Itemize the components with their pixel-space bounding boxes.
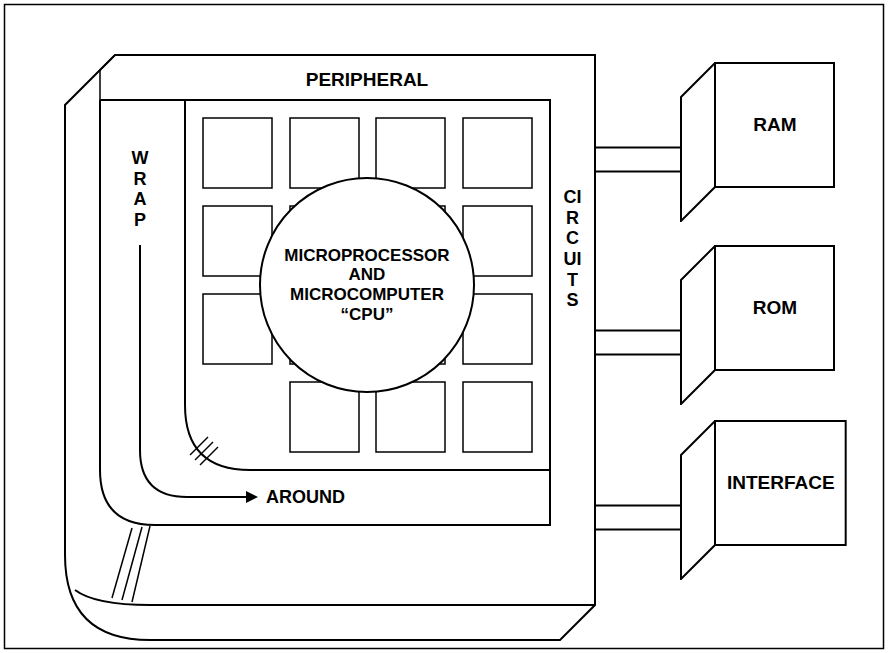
block-side-face <box>681 246 715 404</box>
block-front-face <box>715 421 846 545</box>
text-slot: AROUND <box>266 487 345 508</box>
interface-block: INTERFACE <box>680 420 847 580</box>
band-side-edge <box>75 590 595 605</box>
connector-face <box>595 332 680 354</box>
flow-label: WRAP <box>131 148 149 231</box>
block-front-face <box>715 246 834 370</box>
block-side-face <box>681 63 715 221</box>
connector-edge <box>595 330 680 356</box>
grid-tiles <box>203 118 532 452</box>
grid-tile <box>463 294 532 364</box>
block-label: ROM <box>753 297 797 319</box>
hatch-line <box>122 527 142 600</box>
bus-connector <box>595 159 680 160</box>
grid-tile <box>463 382 532 452</box>
band-label: PERIPHERAL <box>306 69 428 91</box>
block-label: RAM <box>753 114 796 136</box>
text-slot: WRAP <box>131 148 149 231</box>
text-slot: MICROPROCESSOR AND MICROCOMPUTER “CPU” <box>261 179 473 391</box>
peripheral-frame: PERIPHERAL CIRCUITS MICROPROCESSOR AND MIC… <box>65 55 595 640</box>
grid-tile <box>463 118 532 188</box>
hatch-line <box>132 526 150 602</box>
grid-tile <box>290 382 359 452</box>
text-slot: RAM <box>715 62 835 187</box>
block-outline <box>680 420 847 580</box>
text-slot: CIRCUITS <box>564 187 582 311</box>
memory-block: RAM <box>680 62 835 222</box>
connector-face <box>595 507 680 529</box>
grid-tile <box>376 118 445 188</box>
hatch-line <box>195 442 213 460</box>
block-outline <box>680 245 835 405</box>
cpu-label: MICROPROCESSOR AND MICROCOMPUTER “CPU” <box>279 246 454 324</box>
hatch-line <box>190 437 208 455</box>
grid-tile <box>376 382 445 452</box>
grid-tile <box>203 118 272 188</box>
block-label: INTERFACE <box>727 472 835 494</box>
wrap-band-outline <box>65 55 595 640</box>
arrow-head <box>246 491 258 503</box>
text-slot: INTERFACE <box>715 420 847 545</box>
flow-label: AROUND <box>266 487 345 508</box>
connector-edge <box>595 505 680 531</box>
block-side-face <box>681 421 715 579</box>
cpu-circle: MICROPROCESSOR AND MICROCOMPUTER “CPU” <box>259 177 475 393</box>
block-outline <box>680 62 835 222</box>
block-front-face <box>715 63 834 187</box>
text-slot: ROM <box>715 245 835 370</box>
bus-connector <box>595 517 680 518</box>
flow-arrow <box>140 245 248 497</box>
band-label: CIRCUITS <box>564 187 582 311</box>
hatch-line <box>112 528 132 598</box>
connector-face <box>595 149 680 171</box>
band-edge <box>100 100 550 525</box>
band-edge <box>100 99 185 101</box>
connector-edge <box>595 147 680 173</box>
peripheral-grid-area <box>185 100 550 470</box>
figure-frame <box>5 5 884 649</box>
bus-connector <box>595 342 680 343</box>
memory-block: ROM <box>680 245 835 405</box>
band-bevel <box>100 55 115 100</box>
hatch-line <box>200 447 218 465</box>
text-slot: PERIPHERAL <box>306 69 428 91</box>
